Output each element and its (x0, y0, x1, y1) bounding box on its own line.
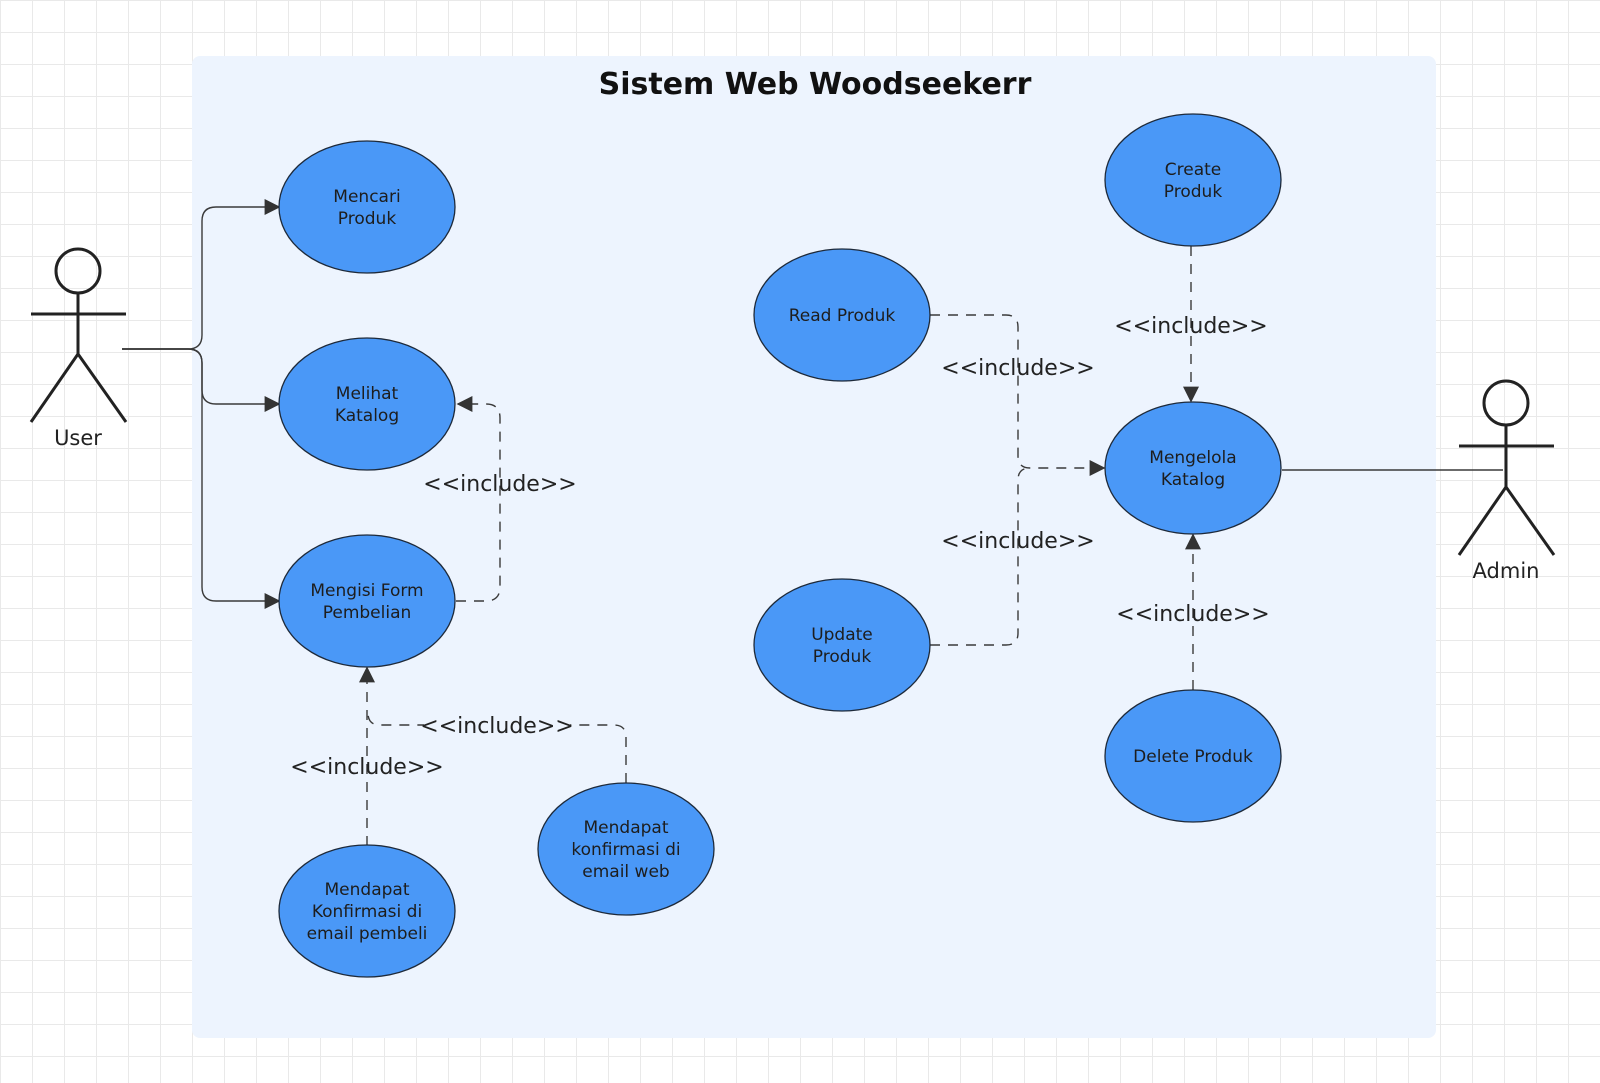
actor-user-label: User (54, 426, 102, 450)
usecase-label: Update (811, 625, 873, 645)
usecase-label: Mengisi Form (310, 581, 423, 601)
usecase-label: Produk (813, 647, 872, 667)
usecase-label: Create (1165, 160, 1222, 180)
include-form-to-katalog (456, 396, 501, 602)
usecase-delete-produk[interactable]: Delete Produk (1104, 689, 1282, 823)
actor-head-icon (54, 247, 102, 295)
actor-head-icon (1482, 379, 1530, 427)
user-to-mencari-produk (122, 199, 281, 350)
system-title: Sistem Web Woodseekerr (599, 67, 1032, 102)
usecase-create-produk[interactable]: Create Produk (1104, 113, 1282, 247)
usecase-label: Mengelola (1149, 448, 1236, 468)
include-label-form-katalog: <<include>> (423, 472, 576, 497)
usecase-mengelola-katalog[interactable]: Mengelola Katalog (1104, 401, 1282, 535)
usecase-label: Katalog (1161, 470, 1225, 490)
usecase-label: Mencari (333, 187, 400, 207)
usecase-mengisi-form-pembelian[interactable]: Mengisi Form Pembelian (278, 534, 456, 668)
usecase-update-produk[interactable]: Update Produk (753, 578, 931, 712)
include-label-update-kelola: <<include>> (941, 529, 1094, 554)
usecase-konfirmasi-email-web[interactable]: Mendapat konfirmasi di email web (537, 782, 715, 916)
usecase-label: Konfirmasi di (312, 902, 422, 922)
usecase-read-produk[interactable]: Read Produk (753, 248, 931, 382)
include-label-read-kelola: <<include>> (941, 356, 1094, 381)
usecase-label: Mendapat (325, 880, 410, 900)
include-label-web-form: <<include>> (420, 714, 573, 739)
usecase-label: konfirmasi di (571, 840, 680, 860)
include-label-bg-web (424, 712, 570, 740)
include-label-delete-kelola: <<include>> (1116, 602, 1269, 627)
include-read-to-kelola (930, 314, 1106, 476)
usecase-label: Melihat (336, 384, 399, 404)
usecase-label: Mendapat (584, 818, 669, 838)
usecase-label: Katalog (335, 406, 399, 426)
usecase-label: Delete Produk (1133, 747, 1253, 767)
actor-user[interactable] (29, 247, 128, 423)
usecase-label: email web (582, 862, 669, 882)
usecase-label: Produk (1164, 182, 1223, 202)
include-label-pembeli-form: <<include>> (290, 755, 443, 780)
include-label-create-kelola: <<include>> (1114, 314, 1267, 339)
usecase-mencari-produk[interactable]: Mencari Produk (278, 140, 456, 274)
actor-admin[interactable] (1457, 379, 1556, 556)
include-update-to-kelola (930, 467, 1031, 646)
usecase-label: Pembelian (323, 603, 412, 623)
include-web-to-form (367, 712, 627, 783)
usecase-label: email pembeli (307, 924, 428, 944)
usecase-label: Read Produk (789, 306, 896, 326)
usecase-label: Produk (338, 209, 397, 229)
user-to-mengisi-form (122, 348, 281, 609)
usecase-melihat-katalog[interactable]: Melihat Katalog (278, 337, 456, 471)
actor-admin-label: Admin (1473, 559, 1540, 583)
usecase-konfirmasi-email-pembeli[interactable]: Mendapat Konfirmasi di email pembeli (278, 844, 456, 978)
